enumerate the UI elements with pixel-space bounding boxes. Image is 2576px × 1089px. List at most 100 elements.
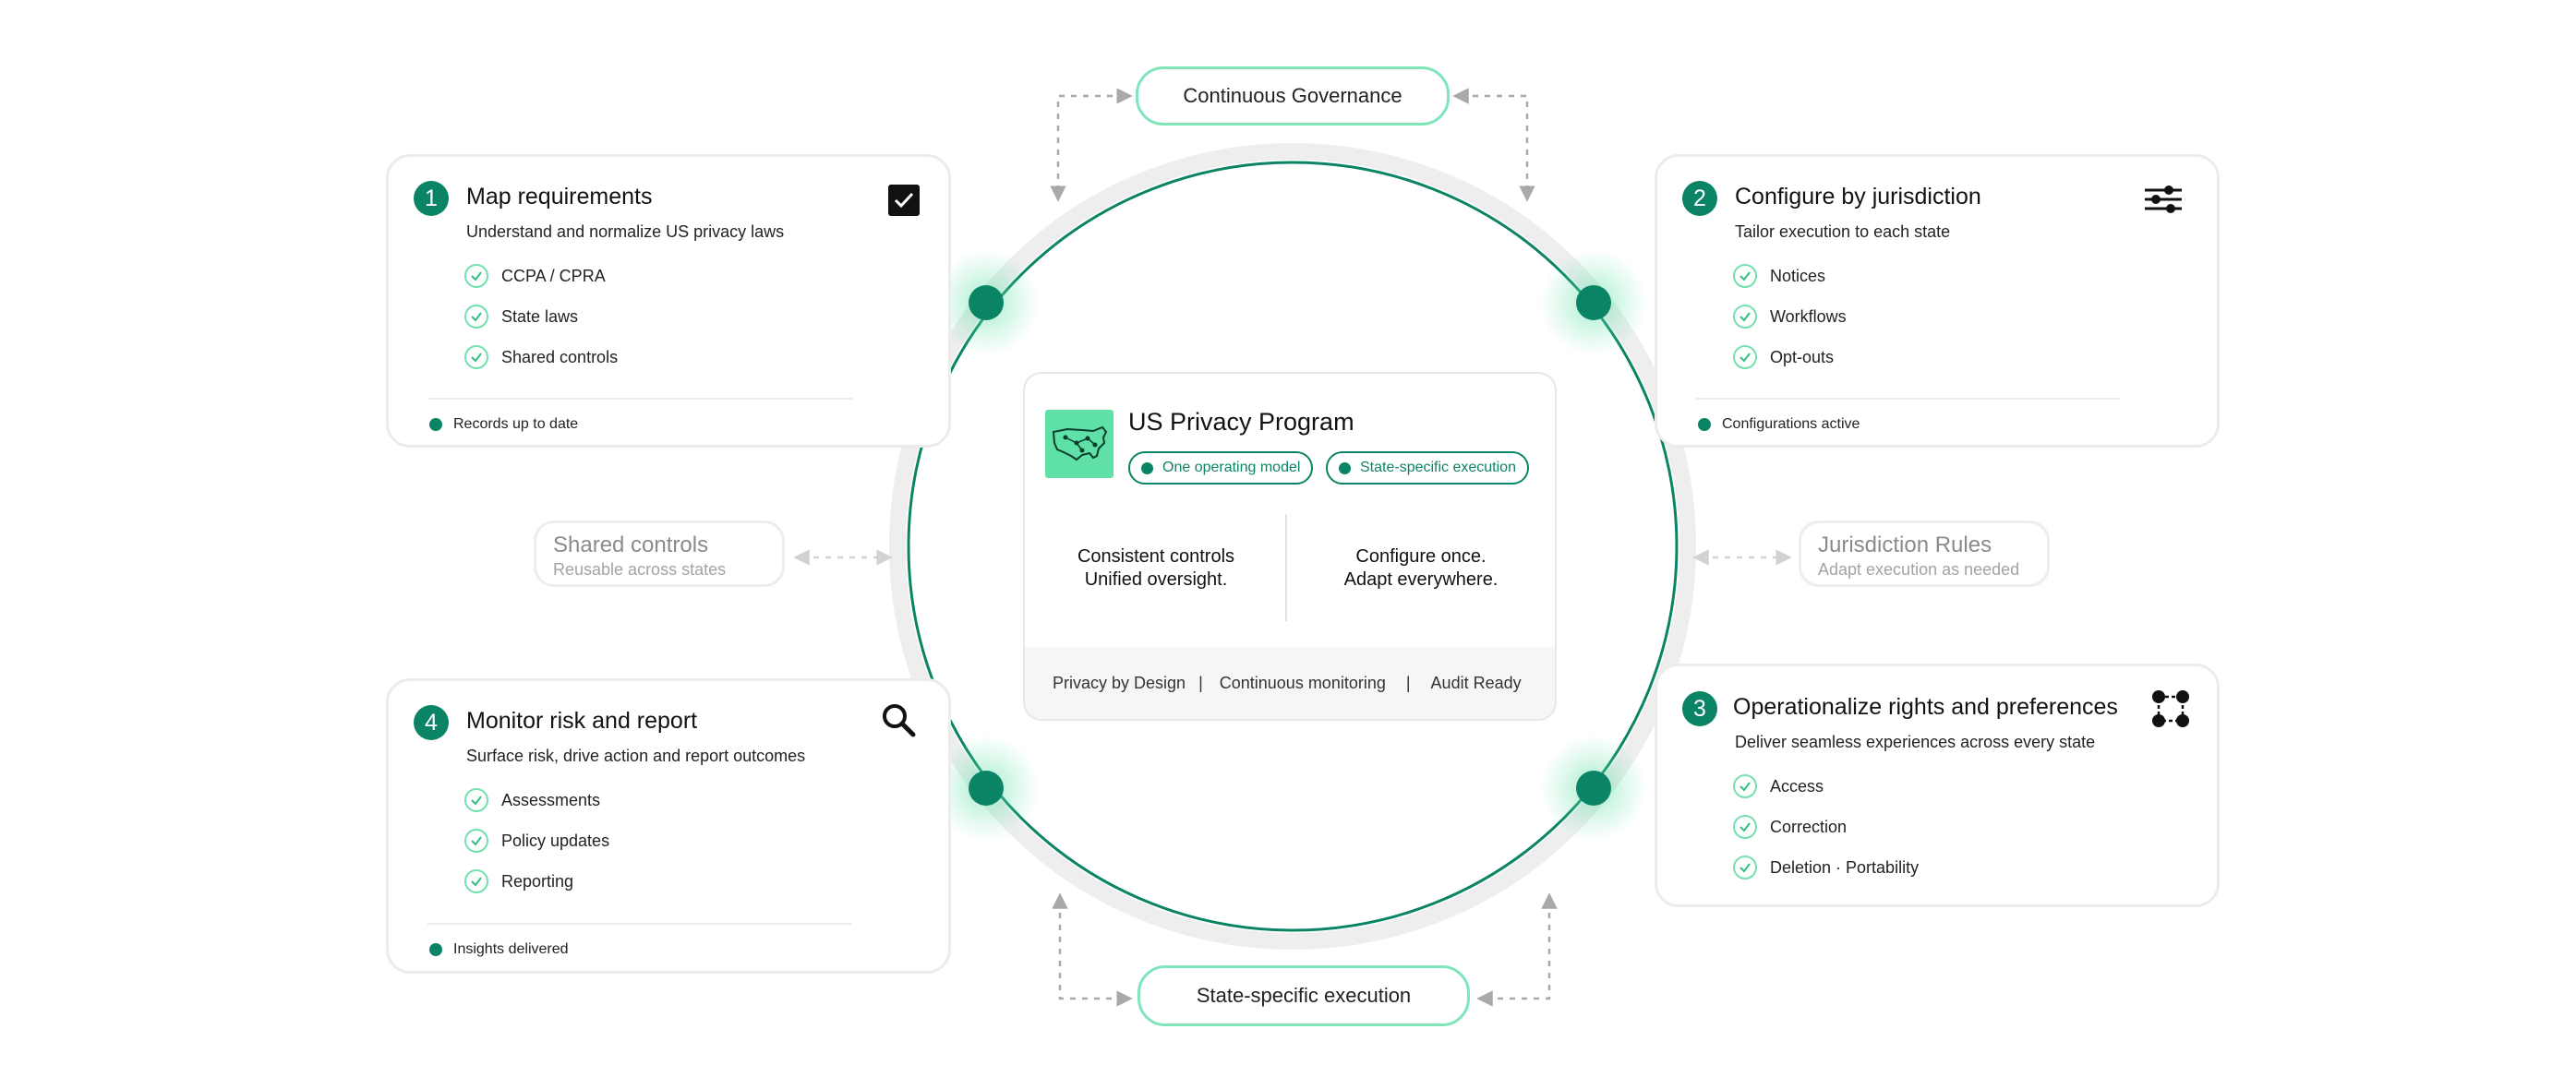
top-left-connector <box>1050 88 1133 202</box>
inner-ring <box>907 161 1679 932</box>
bottom-left-connector <box>1052 892 1133 1007</box>
checkbox-icon <box>888 185 920 216</box>
tag-label: One operating model <box>1162 460 1301 475</box>
list-item-label: Shared controls <box>501 347 619 366</box>
side-left-subtitle: Reusable across states <box>553 560 727 579</box>
list-item: Opt-outs <box>1733 345 1834 369</box>
check-icon <box>1733 264 1757 288</box>
tag-dot <box>1339 461 1351 474</box>
list-item-label: Deletion · Portability <box>1770 857 1920 877</box>
list-item: Correction <box>1733 815 1847 839</box>
list-item: State laws <box>464 305 578 329</box>
check-icon <box>1733 345 1757 369</box>
center-footer: Privacy by Design | Continuous monitorin… <box>1025 647 1555 719</box>
footer-item: Audit Ready <box>1430 673 1522 692</box>
step-card-2: 2 Configure by jurisdiction Tailor execu… <box>1655 154 2220 448</box>
tag-label: State-specific execution <box>1360 460 1516 475</box>
status-dot <box>1698 418 1711 431</box>
right-text-line: Configure once. <box>1355 546 1487 567</box>
shared-controls-label: Shared controls Reusable across states <box>534 521 785 587</box>
check-icon <box>464 829 488 853</box>
divider <box>427 398 852 400</box>
outer-ring <box>889 143 1696 950</box>
divider <box>1696 398 2121 400</box>
status-dot <box>429 943 442 956</box>
node-bottom-left <box>933 735 1040 842</box>
step-title: Map requirements <box>466 184 653 209</box>
footer-separator: | <box>1198 673 1203 692</box>
bottom-right-connector <box>1476 892 1558 1007</box>
list-item: Assessments <box>464 788 600 812</box>
tag-one-operating-model: One operating model <box>1128 451 1314 485</box>
side-left-title: Shared controls <box>553 533 709 557</box>
sliders-icon <box>2145 185 2182 213</box>
check-icon <box>464 345 488 369</box>
nodes-icon <box>2152 690 2189 727</box>
left-column-text: Consistent controls Unified oversight. <box>1025 545 1287 592</box>
step-subtitle: Tailor execution to each state <box>1735 222 1951 241</box>
step-card-1: 1 Map requirements Understand and normal… <box>386 154 951 448</box>
status-text: Configurations active <box>1722 416 1860 432</box>
check-icon <box>464 869 488 893</box>
footer-item: Privacy by Design <box>1053 673 1186 692</box>
jurisdiction-rules-label: Jurisdiction Rules Adapt execution as ne… <box>1799 521 2050 587</box>
column-divider <box>1285 514 1287 621</box>
top-right-connector <box>1452 88 1535 202</box>
right-column-text: Configure once. Adapt everywhere. <box>1287 545 1555 592</box>
list-item-label: Workflows <box>1770 306 1847 326</box>
step-card-3: 3 Operationalize rights and preferences … <box>1655 664 2220 907</box>
status-text: Insights delivered <box>453 941 569 957</box>
left-text-line: Consistent controls <box>1077 546 1235 567</box>
status-dot <box>429 418 442 431</box>
state-specific-execution-pill: State-specific execution <box>1138 965 1470 1026</box>
list-item: CCPA / CPRA <box>464 264 606 288</box>
node-top-right <box>1540 249 1647 356</box>
step-title: Configure by jurisdiction <box>1735 184 1981 209</box>
list-item: Shared controls <box>464 345 618 369</box>
check-icon <box>464 788 488 812</box>
list-item-label: Assessments <box>501 790 601 809</box>
node-bottom-right <box>1540 735 1647 842</box>
divider <box>427 923 852 925</box>
list-item: Reporting <box>464 869 573 893</box>
tag-state-specific-execution: State-specific execution <box>1326 451 1529 485</box>
list-item: Workflows <box>1733 305 1847 329</box>
side-right-subtitle: Adapt execution as needed <box>1818 560 2020 579</box>
list-item: Deletion · Portability <box>1733 856 1919 880</box>
step-subtitle: Understand and normalize US privacy laws <box>466 222 785 241</box>
right-text-line: Adapt everywhere. <box>1343 569 1499 590</box>
node-top-left <box>933 249 1040 356</box>
check-icon <box>1733 815 1757 839</box>
us-privacy-program-card: US Privacy Program One operating model S… <box>1023 372 1557 721</box>
list-item-label: Access <box>1770 776 1824 796</box>
list-item-label: Opt-outs <box>1770 347 1835 366</box>
status-indicator: Configurations active <box>1698 416 1860 433</box>
center-title: US Privacy Program <box>1128 408 1354 436</box>
list-item-label: Correction <box>1770 817 1848 836</box>
step-number-badge: 3 <box>1682 691 1717 726</box>
step-card-4: 4 Monitor risk and report Surface risk, … <box>386 678 951 974</box>
tag-dot <box>1141 461 1153 474</box>
step-number-badge: 1 <box>414 181 449 216</box>
search-icon <box>883 704 916 737</box>
step-subtitle: Surface risk, drive action and report ou… <box>466 747 806 765</box>
continuous-governance-pill: Continuous Governance <box>1136 66 1450 126</box>
list-item: Access <box>1733 774 1824 798</box>
step-title: Operationalize rights and preferences <box>1733 694 2118 720</box>
list-item: Policy updates <box>464 829 609 853</box>
footer-item: Continuous monitoring <box>1219 673 1386 692</box>
status-indicator: Records up to date <box>429 416 578 433</box>
list-item-label: State laws <box>501 306 579 326</box>
check-icon <box>464 305 488 329</box>
step-subtitle: Deliver seamless experiences across ever… <box>1735 733 2096 751</box>
list-item-label: Notices <box>1770 266 1826 285</box>
check-icon <box>1733 774 1757 798</box>
check-icon <box>1733 856 1757 880</box>
status-indicator: Insights delivered <box>429 941 569 958</box>
list-item: Notices <box>1733 264 1825 288</box>
step-number-badge: 2 <box>1682 181 1717 216</box>
list-item-label: CCPA / CPRA <box>501 266 606 285</box>
check-icon <box>1733 305 1757 329</box>
